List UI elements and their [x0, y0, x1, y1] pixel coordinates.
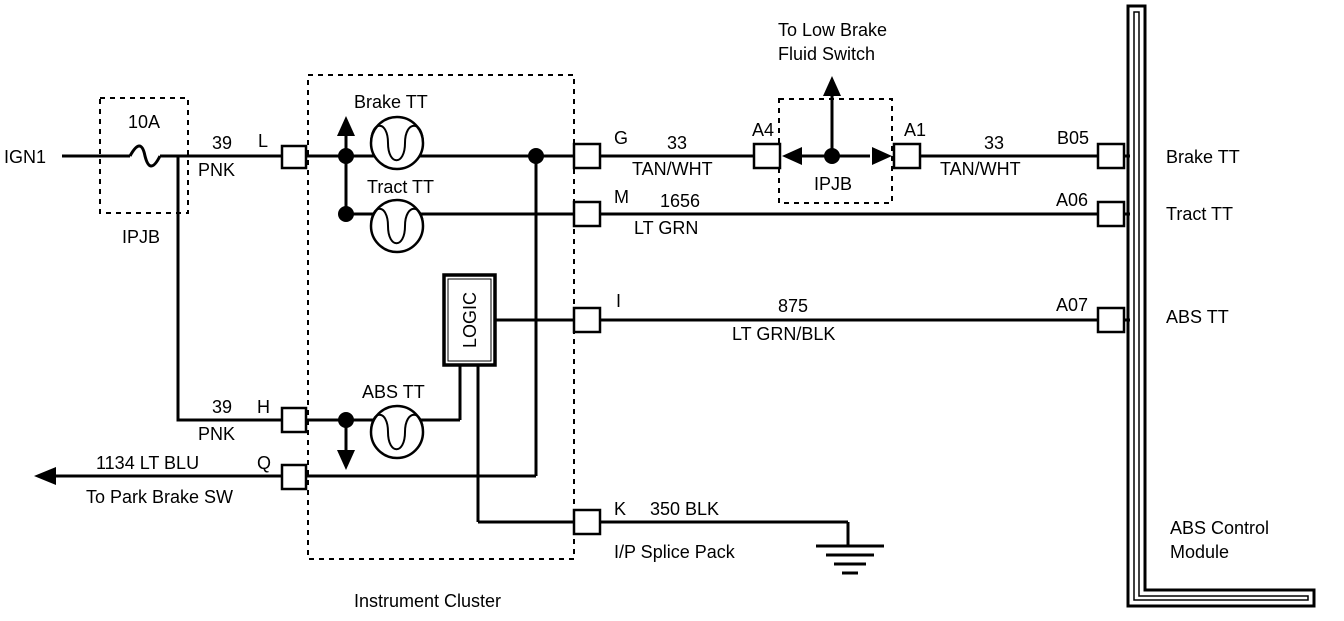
module-abs-tt-label: ABS TT	[1166, 307, 1229, 327]
splice-pack-label: I/P Splice Pack	[614, 542, 736, 562]
arrow-up-icon	[823, 76, 841, 96]
wire-39-bottom	[176, 156, 282, 422]
splice-dot-abs	[338, 412, 354, 428]
ground-icon	[600, 520, 884, 575]
abs-lamp-arrow-down-icon	[337, 450, 355, 470]
arrow-left-icon	[34, 467, 56, 485]
fuse-box-outline	[99, 97, 189, 214]
abs-control-module	[1126, 4, 1316, 608]
connector-H	[280, 406, 308, 434]
brake-lamp-label: Brake TT	[354, 92, 428, 112]
wire-33-left-circuit: 33	[667, 133, 687, 153]
pin-A1-label: A1	[904, 120, 926, 140]
pin-Q-label: Q	[257, 453, 271, 473]
pin-L-label: L	[258, 131, 268, 151]
splice-dot-ipjb	[824, 148, 840, 164]
connector-I	[572, 306, 602, 334]
module-brake-tt-label: Brake TT	[1166, 147, 1240, 167]
pin-K-label: K	[614, 499, 626, 519]
pin-M-label: M	[614, 187, 629, 207]
pin-H-label: H	[257, 397, 270, 417]
wire-350-label: 350 BLK	[650, 499, 719, 519]
tract-lamp-label: Tract TT	[367, 177, 434, 197]
wire-39-top-color: PNK	[198, 160, 235, 180]
connector-A4	[752, 142, 782, 170]
connector-A06	[1096, 200, 1126, 228]
connector-L	[280, 144, 308, 170]
wire-39-top-circuit: 39	[212, 133, 232, 153]
park-brake-label: To Park Brake SW	[86, 487, 233, 507]
pin-A4-label: A4	[752, 120, 774, 140]
wire-875-color: LT GRN/BLK	[732, 324, 835, 344]
abs-lamp-label: ABS TT	[362, 382, 425, 402]
wire-1134	[34, 467, 282, 485]
ipjb-splice	[752, 76, 922, 170]
pin-B05-label: B05	[1057, 128, 1089, 148]
pin-A07-label: A07	[1056, 295, 1088, 315]
connector-Q	[280, 463, 308, 491]
connector-A1	[892, 142, 922, 170]
wire-875-circuit: 875	[778, 296, 808, 316]
arrow-right-icon	[872, 147, 892, 165]
ign1-label: IGN1	[4, 147, 46, 167]
fuse-location-label: IPJB	[122, 227, 160, 247]
brake-lamp-icon	[369, 115, 425, 171]
logic-module: LOGIC	[442, 273, 497, 367]
connector-K	[572, 508, 602, 536]
ipjb-label: IPJB	[814, 174, 852, 194]
ipjb-branch-label-line2: Fluid Switch	[778, 44, 875, 64]
abs-lamp-icon	[369, 404, 425, 460]
pin-A06-label: A06	[1056, 190, 1088, 210]
ipjb-branch-label-line1: To Low Brake	[778, 20, 887, 40]
connector-M	[572, 200, 602, 228]
splice-dot-cluster	[528, 148, 544, 164]
pin-G-label: G	[614, 128, 628, 148]
connector-A07	[1096, 306, 1126, 334]
instrument-cluster-title: Instrument Cluster	[354, 591, 501, 611]
connector-G	[572, 142, 602, 170]
arrow-left-icon	[782, 147, 802, 165]
splice-dot-tract	[338, 206, 354, 222]
instrument-cluster-outline	[307, 74, 575, 560]
wire-39-bottom-circuit: 39	[212, 397, 232, 417]
wire-1134-label: 1134 LT BLU	[96, 453, 199, 473]
splice-dot-brake	[338, 148, 354, 164]
wire-33-right-circuit: 33	[984, 133, 1004, 153]
fuse-rating-label: 10A	[128, 112, 160, 132]
wire-1656-circuit: 1656	[660, 191, 700, 211]
module-tract-tt-label: Tract TT	[1166, 204, 1233, 224]
module-name-line1: ABS Control	[1170, 518, 1269, 538]
wire-39-bottom-color: PNK	[198, 424, 235, 444]
wire-1656-color: LT GRN	[634, 218, 698, 238]
pin-I-label: I	[616, 291, 621, 311]
logic-label: LOGIC	[460, 292, 480, 348]
wire-33-left-color: TAN/WHT	[632, 159, 713, 179]
fuse-10a	[62, 144, 282, 168]
tract-lamp-icon	[369, 198, 425, 254]
module-name-line2: Module	[1170, 542, 1229, 562]
brake-lamp-arrow-up-icon	[337, 116, 355, 136]
connector-B05	[1096, 142, 1126, 170]
wire-33-right-color: TAN/WHT	[940, 159, 1021, 179]
